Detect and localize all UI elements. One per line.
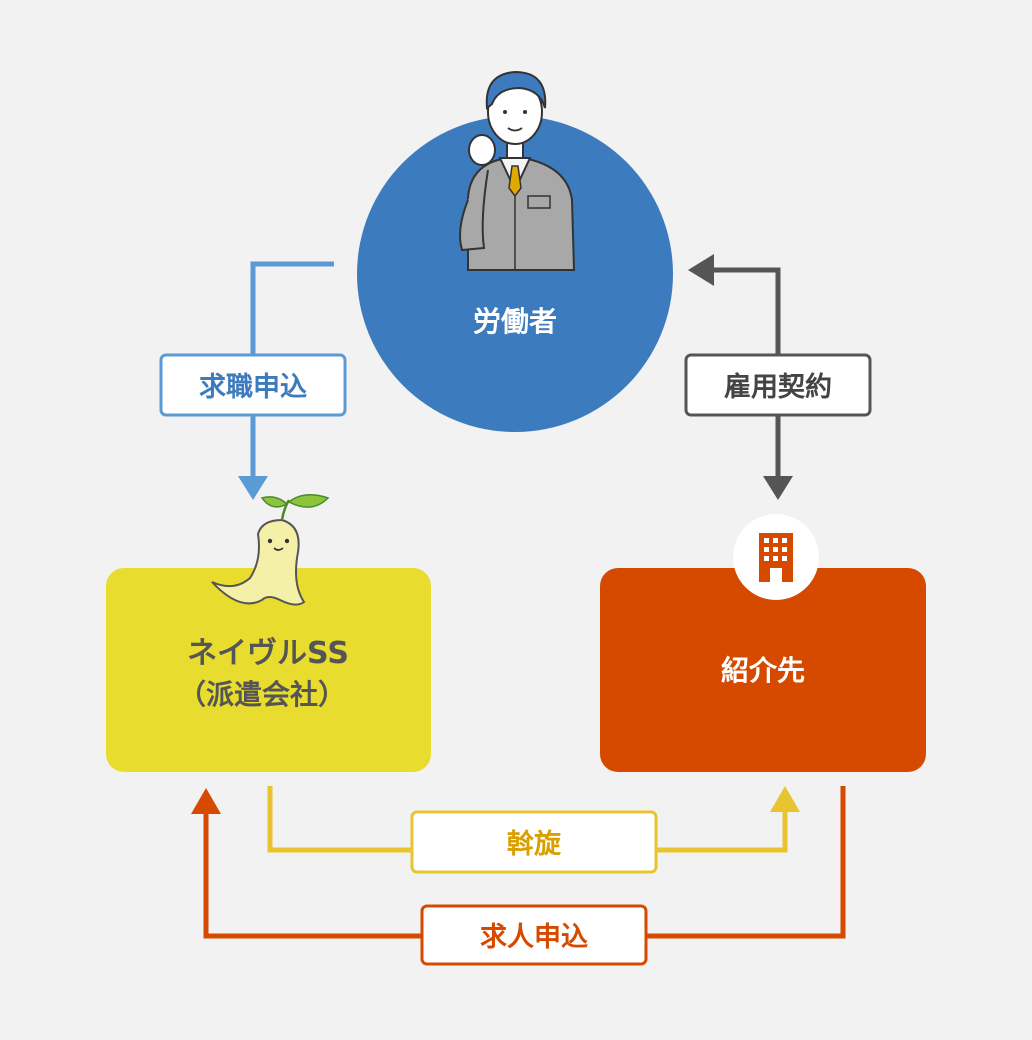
dispatch-company-node: ネイヴルSS （派遣会社） [106, 494, 431, 772]
dispatch-company-name: ネイヴルSS [187, 636, 349, 671]
worker-circle [357, 116, 673, 432]
arrow-mediation: 斡旋 [267, 786, 800, 874]
client-node: 紹介先 [600, 514, 926, 772]
label-mediation: 斡旋 [507, 829, 561, 860]
building-icon [733, 514, 819, 600]
client-label: 紹介先 [721, 654, 805, 687]
label-employment-contract: 雇用契約 [724, 371, 832, 403]
sprout-mascot-icon [211, 494, 330, 606]
label-job-offer: 求人申込 [480, 922, 588, 953]
client-box [600, 568, 926, 772]
dispatch-company-sub: （派遣会社） [178, 678, 346, 711]
arrow-job-application: 求職申込 [159, 261, 347, 500]
worker-label: 労働者 [473, 305, 557, 338]
label-job-application: 求職申込 [199, 372, 307, 403]
arrow-employment-contract: 雇用契約 [684, 254, 872, 500]
worker-node: 労働者 [357, 70, 673, 432]
worker-illustration-icon [459, 70, 576, 271]
arrow-job-offer: 求人申込 [191, 786, 846, 966]
dispatch-box [106, 568, 431, 772]
